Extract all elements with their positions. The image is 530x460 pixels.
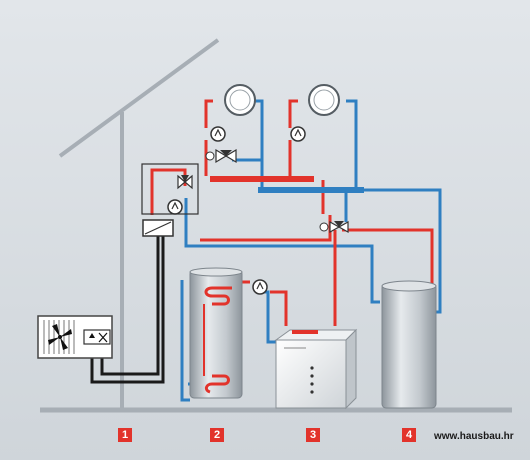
house-structure xyxy=(40,38,512,413)
fan-icon xyxy=(48,324,72,350)
valve-actuator-icon xyxy=(319,222,329,232)
mixing-valve-2 xyxy=(319,220,349,234)
diverter-valve xyxy=(177,174,193,190)
hot-water-cylinder xyxy=(189,267,243,399)
buffer-tank-icon xyxy=(381,283,437,409)
compressor-module xyxy=(83,329,111,345)
heating-circuit-pump-2 xyxy=(290,126,306,142)
label-badge-4: 4 xyxy=(402,428,416,442)
valve-actuator-icon xyxy=(205,151,215,161)
radiator-1 xyxy=(224,84,256,116)
watermark-text: www.hausbau.hr xyxy=(434,431,514,442)
buffer-tank xyxy=(381,280,437,409)
radiator-icon xyxy=(229,89,251,111)
mixing-valve-icon xyxy=(220,150,232,156)
return-manifold xyxy=(258,187,364,193)
gas-boiler xyxy=(274,328,358,410)
lower-heating-coil xyxy=(204,374,230,394)
flow-manifold xyxy=(210,176,314,182)
outdoor-unit-pipes xyxy=(90,234,165,384)
roof-line xyxy=(58,38,220,158)
heat-pump-indoor-frame xyxy=(141,163,199,215)
mixing-valve-icon xyxy=(334,221,344,227)
radiator-2 xyxy=(308,84,340,116)
pump-icon xyxy=(210,126,226,142)
radiator-icon xyxy=(308,84,340,116)
outdoor-heat-pump-unit xyxy=(37,315,113,359)
mixing-valve-1 xyxy=(205,148,237,164)
radiator-icon xyxy=(224,84,256,116)
label-badge-3: 3 xyxy=(306,428,320,442)
pump-icon xyxy=(290,126,306,142)
label-badge-2: 2 xyxy=(210,428,224,442)
control-box xyxy=(142,219,174,237)
pump-icon xyxy=(252,279,268,295)
label-badge-1: 1 xyxy=(118,428,132,442)
boiler-icon xyxy=(275,339,347,409)
boiler-brand-strip xyxy=(292,330,318,334)
heating-circuit-pump-1 xyxy=(210,126,226,142)
upper-heating-coil xyxy=(204,286,232,306)
dhw-charging-pump xyxy=(252,279,268,295)
radiator-icon xyxy=(313,89,335,111)
mixing-valve-icon xyxy=(181,175,189,182)
heat-pump-circulation-pump xyxy=(167,199,183,215)
